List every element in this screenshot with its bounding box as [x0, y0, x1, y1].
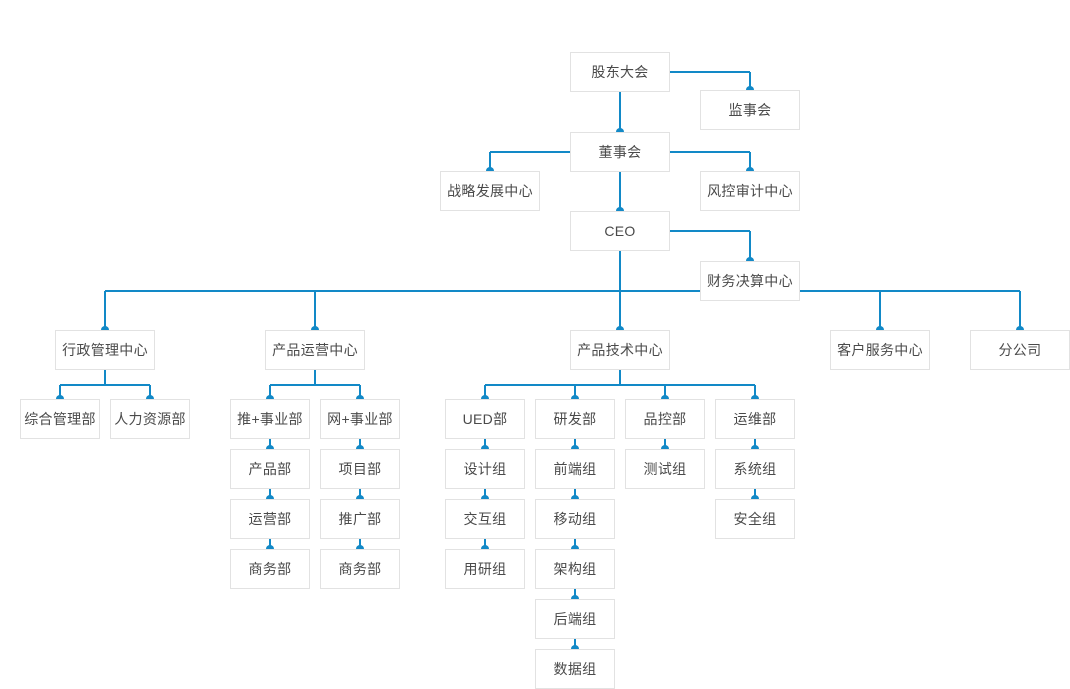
- org-node-label: 财务决算中心: [707, 273, 793, 289]
- org-node[interactable]: 移动组: [535, 499, 615, 539]
- org-node-label: 董事会: [598, 144, 642, 160]
- org-node-label: 风控审计中心: [707, 183, 793, 199]
- org-node[interactable]: 商务部: [230, 549, 310, 589]
- org-node[interactable]: 用研组: [445, 549, 525, 589]
- org-node[interactable]: 后端组: [535, 599, 615, 639]
- org-node[interactable]: 产品部: [230, 449, 310, 489]
- org-node[interactable]: 分公司: [970, 330, 1070, 370]
- org-node[interactable]: 前端组: [535, 449, 615, 489]
- org-node[interactable]: 品控部: [625, 399, 705, 439]
- org-node[interactable]: 董事会: [570, 132, 670, 172]
- org-node-label: 客户服务中心: [837, 342, 923, 358]
- org-node-label: 运维部: [733, 411, 777, 427]
- org-node-label: 产品技术中心: [577, 342, 663, 358]
- org-node-label: 用研组: [463, 561, 507, 577]
- org-node[interactable]: 人力资源部: [110, 399, 190, 439]
- org-node[interactable]: UED部: [445, 399, 525, 439]
- org-node[interactable]: 测试组: [625, 449, 705, 489]
- org-node-label: 品控部: [643, 411, 687, 427]
- org-node[interactable]: CEO: [570, 211, 670, 251]
- org-node[interactable]: 项目部: [320, 449, 400, 489]
- org-node-label: 分公司: [998, 342, 1042, 358]
- org-node-label: 测试组: [643, 461, 687, 477]
- org-node[interactable]: 行政管理中心: [55, 330, 155, 370]
- org-node[interactable]: 运营部: [230, 499, 310, 539]
- org-node-label: 监事会: [728, 102, 772, 118]
- org-node[interactable]: 网+事业部: [320, 399, 400, 439]
- org-node-label: 系统组: [733, 461, 777, 477]
- org-node[interactable]: 设计组: [445, 449, 525, 489]
- org-node-label: 网+事业部: [327, 411, 393, 427]
- org-node-label: 设计组: [463, 461, 507, 477]
- org-node[interactable]: 安全组: [715, 499, 795, 539]
- org-node[interactable]: 架构组: [535, 549, 615, 589]
- org-node[interactable]: 综合管理部: [20, 399, 100, 439]
- org-node-label: 推广部: [338, 511, 382, 527]
- org-node-label: 运营部: [248, 511, 292, 527]
- org-node[interactable]: 客户服务中心: [830, 330, 930, 370]
- org-node-label: 产品运营中心: [272, 342, 358, 358]
- org-node-label: 产品部: [248, 461, 292, 477]
- org-node-label: 股东大会: [591, 64, 649, 80]
- org-node-label: UED部: [462, 411, 508, 427]
- org-node-label: 推+事业部: [237, 411, 303, 427]
- org-node[interactable]: 推+事业部: [230, 399, 310, 439]
- org-node[interactable]: 研发部: [535, 399, 615, 439]
- org-node[interactable]: 交互组: [445, 499, 525, 539]
- org-node-label: 商务部: [338, 561, 382, 577]
- org-node[interactable]: 产品技术中心: [570, 330, 670, 370]
- org-node[interactable]: 数据组: [535, 649, 615, 689]
- org-node-label: 商务部: [248, 561, 292, 577]
- org-node[interactable]: 股东大会: [570, 52, 670, 92]
- org-node-label: 移动组: [553, 511, 597, 527]
- org-node-label: 架构组: [553, 561, 597, 577]
- org-node-label: 前端组: [553, 461, 597, 477]
- org-node-label: 战略发展中心: [447, 183, 533, 199]
- org-node[interactable]: 产品运营中心: [265, 330, 365, 370]
- org-node[interactable]: 推广部: [320, 499, 400, 539]
- org-node[interactable]: 系统组: [715, 449, 795, 489]
- org-node-label: 安全组: [733, 511, 777, 527]
- org-node-label: 人力资源部: [114, 411, 186, 427]
- org-node[interactable]: 运维部: [715, 399, 795, 439]
- org-node-label: 后端组: [553, 611, 597, 627]
- org-node[interactable]: 风控审计中心: [700, 171, 800, 211]
- org-node[interactable]: 监事会: [700, 90, 800, 130]
- org-node-label: 行政管理中心: [62, 342, 148, 358]
- org-node[interactable]: 战略发展中心: [440, 171, 540, 211]
- org-node-label: 研发部: [553, 411, 597, 427]
- org-node-label: 交互组: [463, 511, 507, 527]
- org-node[interactable]: 商务部: [320, 549, 400, 589]
- org-node-label: 项目部: [338, 461, 382, 477]
- org-node-label: 综合管理部: [24, 411, 96, 427]
- org-node-label: CEO: [604, 223, 636, 239]
- org-node-label: 数据组: [553, 661, 597, 677]
- org-node[interactable]: 财务决算中心: [700, 261, 800, 301]
